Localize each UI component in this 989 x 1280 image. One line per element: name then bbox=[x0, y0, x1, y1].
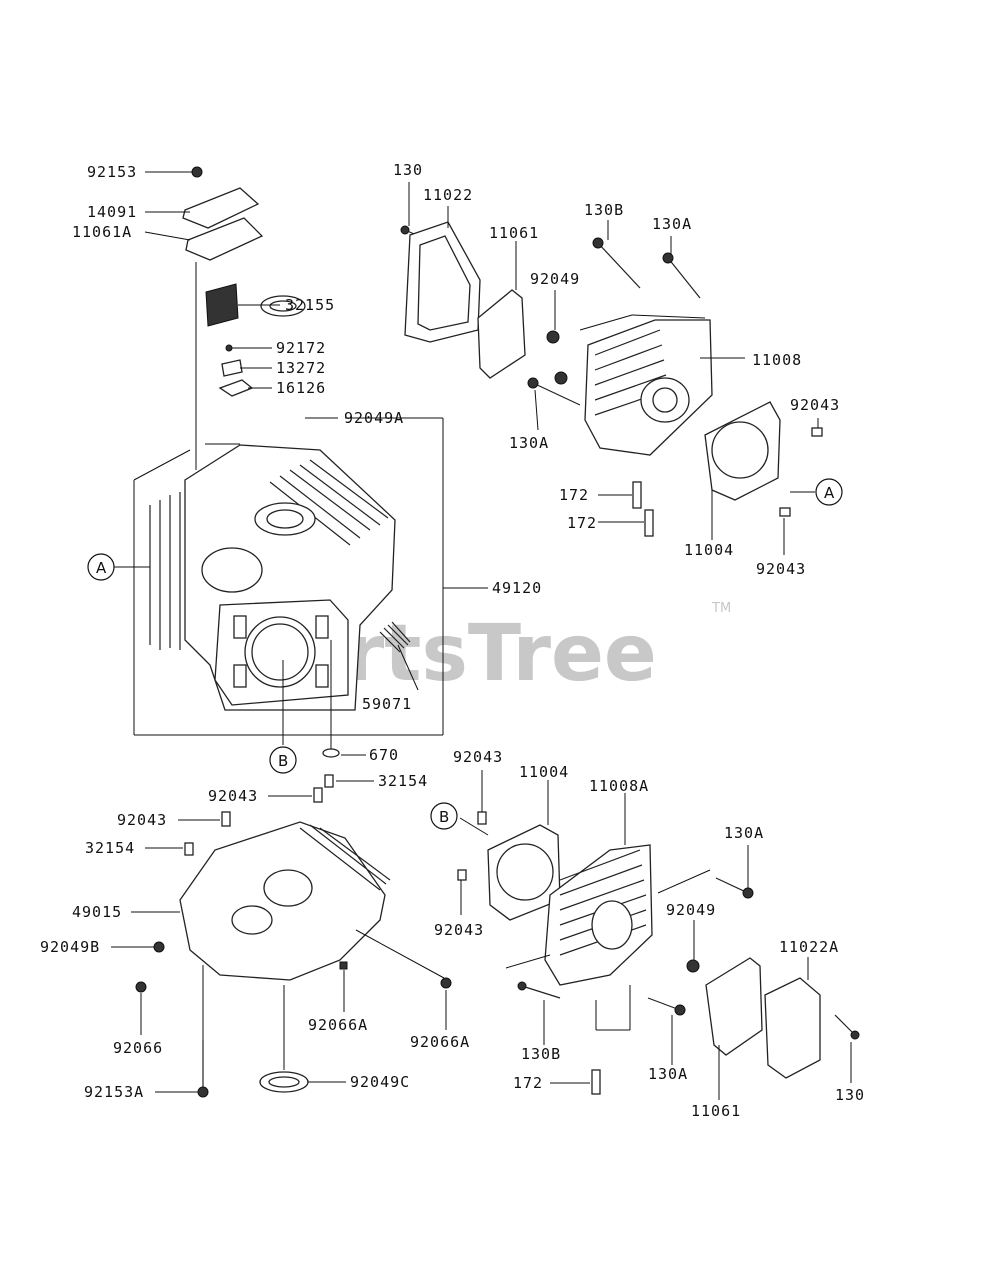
part-label-92043-bt: 92043 bbox=[453, 748, 503, 766]
part-label-92172: 92172 bbox=[276, 339, 326, 357]
part-label-130b-top: 130B bbox=[584, 201, 624, 219]
part-label-59071: 59071 bbox=[362, 695, 412, 713]
part-label-172-a: 172 bbox=[559, 486, 589, 504]
part-label-11008: 11008 bbox=[752, 351, 802, 369]
part-label-92153a: 92153A bbox=[84, 1083, 144, 1101]
part-label-11022a: 11022A bbox=[779, 938, 839, 956]
bottom-right-head-group bbox=[457, 811, 860, 1095]
watermark-trademark: TM bbox=[711, 601, 731, 616]
callout-b-left-text: B bbox=[278, 752, 288, 770]
part-label-172-bt: 172 bbox=[513, 1074, 543, 1092]
part-label-92043-r1: 92043 bbox=[790, 396, 840, 414]
top-cover-group bbox=[182, 166, 306, 397]
callout-a-right-text: A bbox=[824, 484, 835, 502]
part-label-49015: 49015 bbox=[72, 903, 122, 921]
crankcase-group bbox=[135, 774, 452, 1098]
part-label-11061-b: 11061 bbox=[691, 1102, 741, 1120]
cylinder-block-leader-lines bbox=[114, 566, 488, 756]
part-label-11061-top: 11061 bbox=[489, 224, 539, 242]
part-label-11004-top: 11004 bbox=[684, 541, 734, 559]
part-label-130-b: 130 bbox=[835, 1086, 865, 1104]
part-label-92066a-c: 92066A bbox=[308, 1016, 368, 1034]
part-label-130b-b: 130B bbox=[521, 1045, 561, 1063]
part-label-670: 670 bbox=[369, 746, 399, 764]
part-label-49120: 49120 bbox=[492, 579, 542, 597]
part-label-11004-bt: 11004 bbox=[519, 763, 569, 781]
part-label-92066a-r: 92066A bbox=[410, 1033, 470, 1051]
part-label-130a-mid: 130A bbox=[509, 434, 549, 452]
callout-a-left bbox=[87, 553, 115, 581]
part-label-16126: 16126 bbox=[276, 379, 326, 397]
callout-a-right bbox=[815, 478, 843, 506]
part-label-92049-b: 92049 bbox=[666, 901, 716, 919]
part-label-130a-b2: 130A bbox=[648, 1065, 688, 1083]
callout-b-right-text: B bbox=[439, 808, 449, 826]
part-label-92043-cl: 92043 bbox=[208, 787, 258, 805]
part-label-130a-top: 130A bbox=[652, 215, 692, 233]
crankcase-leader-lines bbox=[111, 780, 447, 1093]
top-right-leader-lines bbox=[408, 182, 819, 555]
part-label-92049b: 92049B bbox=[40, 938, 100, 956]
top-left-leader-lines bbox=[144, 171, 338, 470]
part-label-92043-l: 92043 bbox=[117, 811, 167, 829]
part-label-11008a: 11008A bbox=[589, 777, 649, 795]
part-label-92043-r2: 92043 bbox=[756, 560, 806, 578]
part-label-32154-l: 32154 bbox=[85, 839, 135, 857]
part-label-92153: 92153 bbox=[87, 163, 137, 181]
bottom-right-leader-lines bbox=[459, 770, 852, 1100]
part-label-14091: 14091 bbox=[87, 203, 137, 221]
part-label-92043-b2: 92043 bbox=[434, 921, 484, 939]
callout-b-left bbox=[269, 746, 297, 774]
top-right-head-group bbox=[400, 221, 823, 537]
part-label-92049c: 92049C bbox=[350, 1073, 410, 1091]
part-label-92049-top: 92049 bbox=[530, 270, 580, 288]
part-label-13272: 13272 bbox=[276, 359, 326, 377]
part-label-130-top: 130 bbox=[393, 161, 423, 179]
callout-a-left-text: A bbox=[96, 559, 107, 577]
cylinder-block-group bbox=[133, 417, 444, 758]
part-label-11061a: 11061A bbox=[72, 223, 132, 241]
part-label-32155: 32155 bbox=[285, 296, 335, 314]
callout-b-right bbox=[430, 802, 458, 830]
part-label-92066: 92066 bbox=[113, 1039, 163, 1057]
part-label-32154-r: 32154 bbox=[378, 772, 428, 790]
part-label-11022: 11022 bbox=[423, 186, 473, 204]
part-label-130a-b1: 130A bbox=[724, 824, 764, 842]
part-label-172-b: 172 bbox=[567, 514, 597, 532]
